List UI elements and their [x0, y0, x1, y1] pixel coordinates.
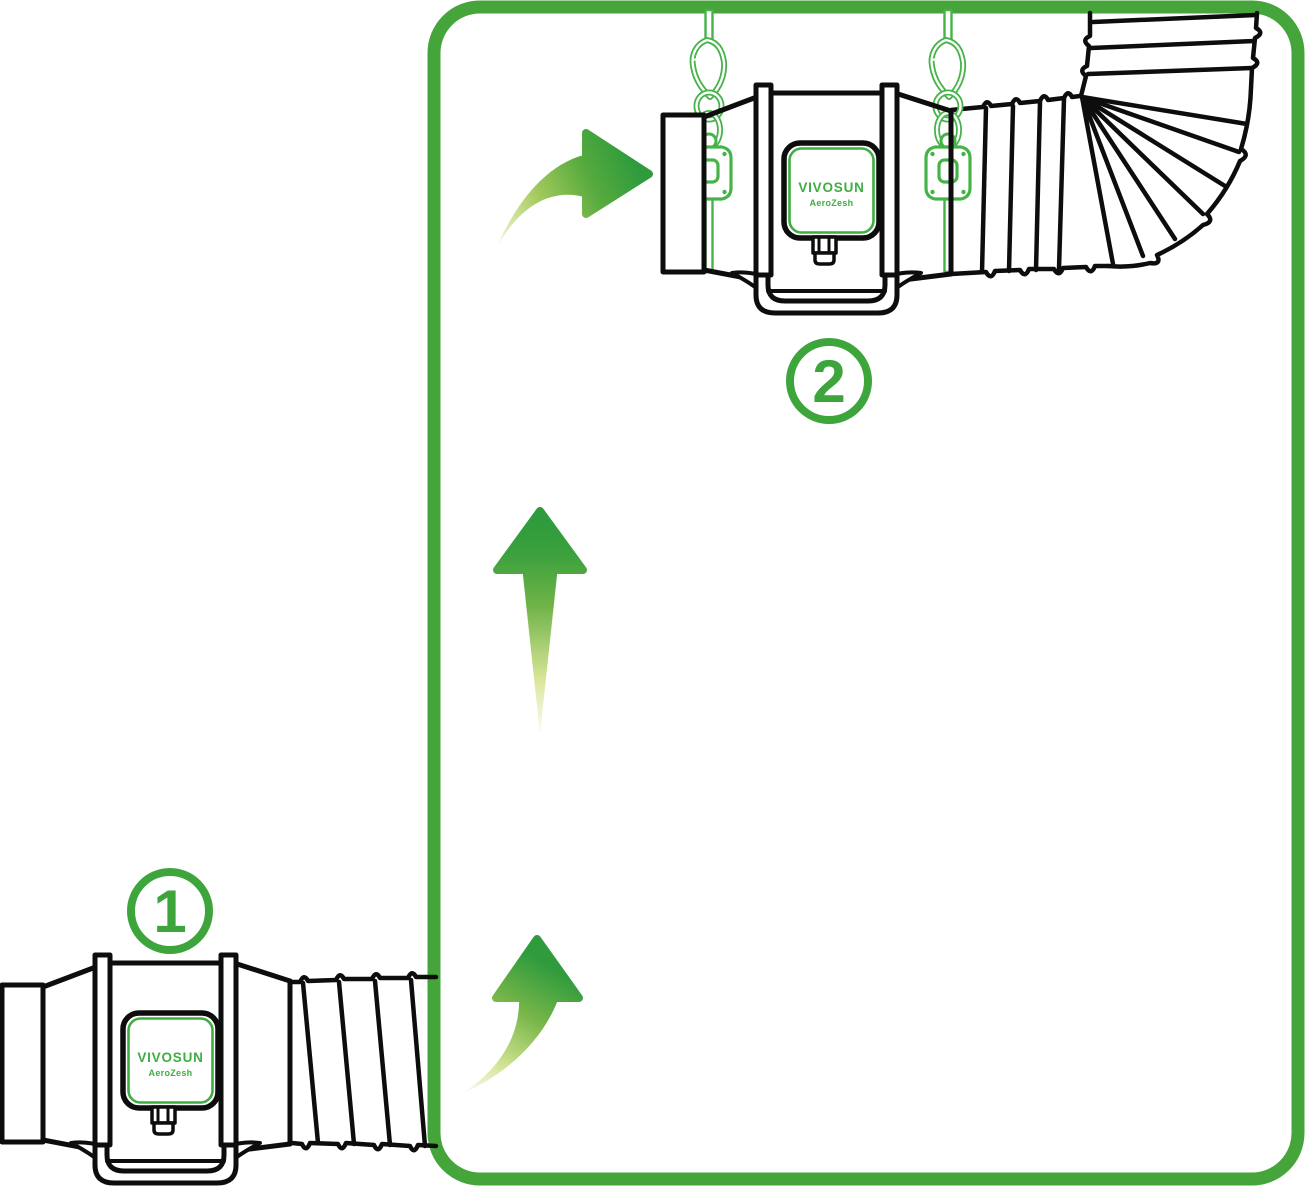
- step2-badge-circle: [786, 338, 872, 424]
- step2-badge: 2: [786, 338, 872, 424]
- duct-elbow-icon: [1078, 10, 1263, 269]
- step1-badge-number: 1: [153, 878, 186, 945]
- brand-logo-step1: VIVOSUN: [137, 1050, 203, 1065]
- arrow-curved-up-icon: [463, 935, 583, 1093]
- fan-unit-step2: VIVOSUN AeroZesh: [663, 10, 1263, 313]
- step1-badge: 1: [127, 868, 213, 954]
- step1-badge-circle: [127, 868, 213, 954]
- panel-border: [427, 0, 1305, 1186]
- arrow-curved-right-icon: [498, 129, 653, 245]
- fan-unit-step1: VIVOSUN AeroZesh: [2, 955, 439, 1183]
- brand-logo-step2: VIVOSUN: [798, 180, 864, 195]
- step2-badge-number: 2: [812, 348, 845, 415]
- rope-hanger-right: [926, 10, 970, 272]
- arrow-up-icon: [493, 507, 587, 734]
- fan-body-step2: [663, 85, 951, 313]
- duct-flexible-step2: [948, 91, 1111, 279]
- series-logo-step1: AeroZesh: [149, 1068, 193, 1078]
- fan-body-step1: [2, 955, 290, 1183]
- series-logo-step2: AeroZesh: [810, 198, 854, 208]
- duct-flexible-step1: [289, 971, 439, 1153]
